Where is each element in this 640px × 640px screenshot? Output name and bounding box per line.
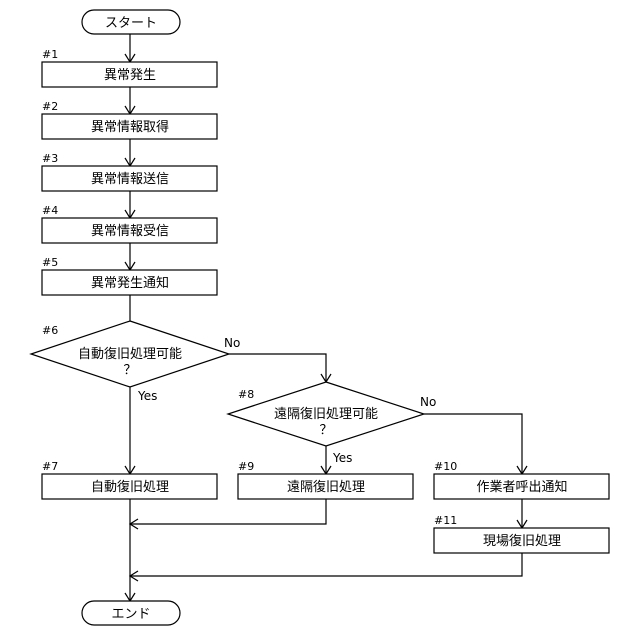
step-1-id: #1 bbox=[42, 48, 58, 61]
step-4-id: #4 bbox=[42, 204, 58, 217]
decision-6-yes: Yes bbox=[137, 389, 157, 403]
arrow-11-merge bbox=[130, 553, 522, 576]
step-7-label: 自動復旧処理 bbox=[91, 479, 169, 495]
decision-8-id: #8 bbox=[238, 388, 254, 401]
start-label: スタート bbox=[105, 16, 157, 31]
step-9-label: 遠隔復旧処理 bbox=[287, 479, 365, 495]
step-9-id: #9 bbox=[238, 460, 254, 473]
step-2-label: 異常情報取得 bbox=[91, 119, 169, 135]
decision-6-id: #6 bbox=[42, 324, 58, 337]
step-5-id: #5 bbox=[42, 256, 58, 269]
step-11-label: 現場復旧処理 bbox=[483, 533, 561, 549]
decision-8-yes: Yes bbox=[332, 451, 352, 465]
decision-6-mark: ？ bbox=[123, 363, 136, 378]
decision-6-question: 自動復旧処理可能 bbox=[78, 346, 182, 362]
step-1-label: 異常発生 bbox=[104, 68, 156, 83]
decision-8-no: No bbox=[420, 395, 436, 409]
step-11-id: #11 bbox=[434, 514, 457, 527]
decision-8-mark: ？ bbox=[319, 423, 332, 438]
step-3-id: #3 bbox=[42, 152, 58, 165]
arrow-6-no-to-8 bbox=[229, 354, 326, 382]
decision-6-no: No bbox=[224, 336, 240, 350]
decision-8-question: 遠隔復旧処理可能 bbox=[274, 406, 378, 422]
step-3-label: 異常情報送信 bbox=[91, 172, 169, 187]
step-2-id: #2 bbox=[42, 100, 58, 113]
step-4-label: 異常情報受信 bbox=[91, 224, 169, 239]
step-10-id: #10 bbox=[434, 460, 457, 473]
step-7-id: #7 bbox=[42, 460, 58, 473]
end-label: エンド bbox=[111, 607, 150, 622]
step-5-label: 異常発生通知 bbox=[91, 275, 169, 291]
arrow-9-merge bbox=[130, 499, 326, 524]
step-10-label: 作業者呼出通知 bbox=[476, 479, 567, 495]
